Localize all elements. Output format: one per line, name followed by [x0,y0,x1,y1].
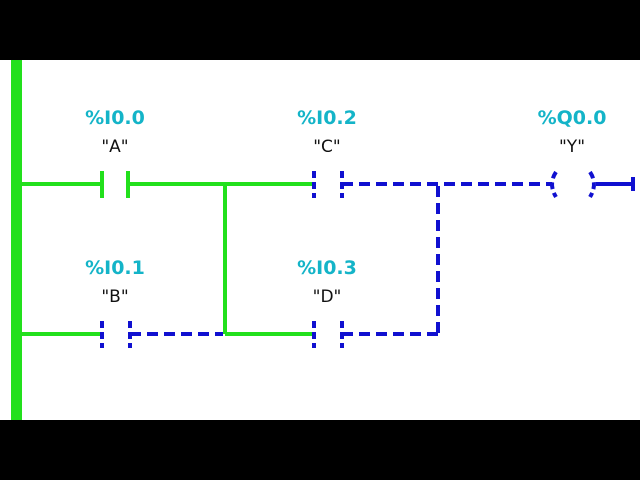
left-power-rail [11,60,22,420]
contact-C[interactable] [312,171,344,198]
contact-B-address: %I0.1 [85,257,145,279]
coil-Y-address: %Q0.0 [538,107,607,129]
coil-Y[interactable] [550,170,596,199]
contact-B-tag: "B" [101,287,128,307]
coil-Y-tag: "Y" [559,137,585,157]
contact-D-address: %I0.3 [297,257,357,279]
contact-B[interactable] [100,321,132,348]
contact-A[interactable] [100,171,130,198]
contact-C-tag: "C" [313,137,341,157]
contact-C-address: %I0.2 [297,107,357,129]
ladder-diagram: %I0.0 "A" %I0.2 "C" %Q0.0 "Y" %I0.1 "B" … [0,60,640,420]
contact-A-address: %I0.0 [85,107,145,129]
contact-A-tag: "A" [101,137,128,157]
contact-D[interactable] [312,321,344,348]
contact-D-tag: "D" [313,287,342,307]
